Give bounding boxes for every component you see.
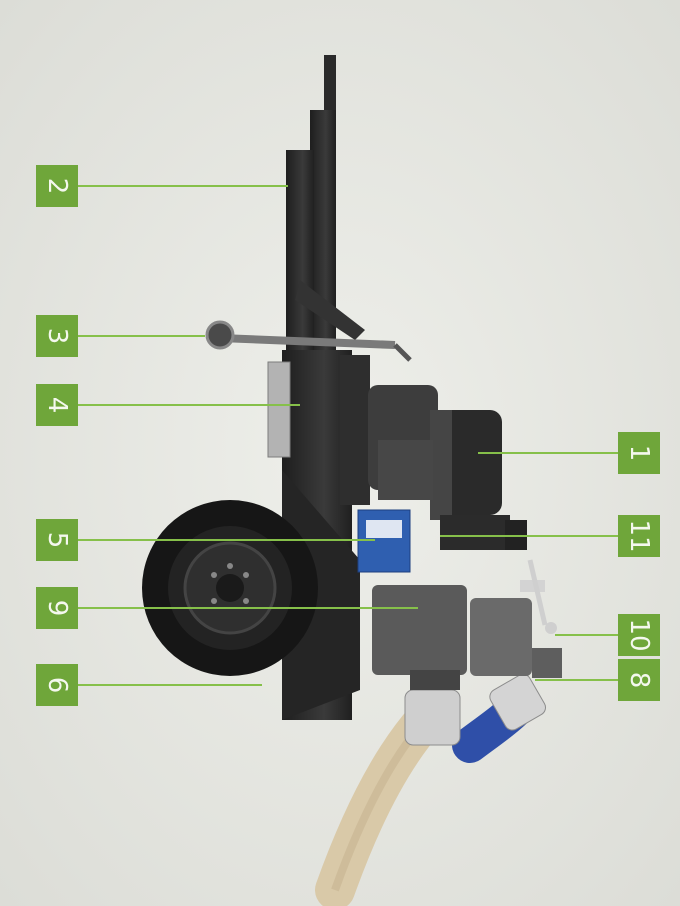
callout-6: 6 <box>36 664 78 706</box>
outlet-fitting-left <box>404 689 461 746</box>
callout-3: 3 <box>36 315 78 357</box>
callout-1: 1 <box>618 432 660 474</box>
callout-2-label: 2 <box>42 177 72 195</box>
handle-end <box>393 343 412 362</box>
callout-11-label: 11 <box>624 519 654 553</box>
callout-9-label: 9 <box>42 599 72 617</box>
handle-wheel <box>205 320 235 350</box>
callout-6-label: 6 <box>42 676 72 694</box>
frame-plate <box>282 470 360 720</box>
leader-lines <box>78 185 618 686</box>
callout-2: 2 <box>36 165 78 207</box>
mast-brace <box>295 280 365 340</box>
callout-1-label: 1 <box>624 444 654 462</box>
callout-10-label: 10 <box>624 618 654 652</box>
handle-bar <box>219 334 396 349</box>
callout-5-label: 5 <box>42 531 72 549</box>
callout-5: 5 <box>36 519 78 561</box>
outlet-fitting-right <box>489 673 546 731</box>
bracket <box>267 361 291 458</box>
callout-8-label: 8 <box>624 671 654 689</box>
callout-11: 11 <box>618 515 660 557</box>
pump-left <box>372 585 467 675</box>
callout-3-label: 3 <box>42 327 72 345</box>
pump-right <box>470 598 532 676</box>
engine-block <box>440 410 502 515</box>
callout-8: 8 <box>618 659 660 701</box>
callout-4-label: 4 <box>42 396 72 414</box>
callout-10: 10 <box>618 614 660 656</box>
callout-4: 4 <box>36 384 78 426</box>
callout-9: 9 <box>36 587 78 629</box>
